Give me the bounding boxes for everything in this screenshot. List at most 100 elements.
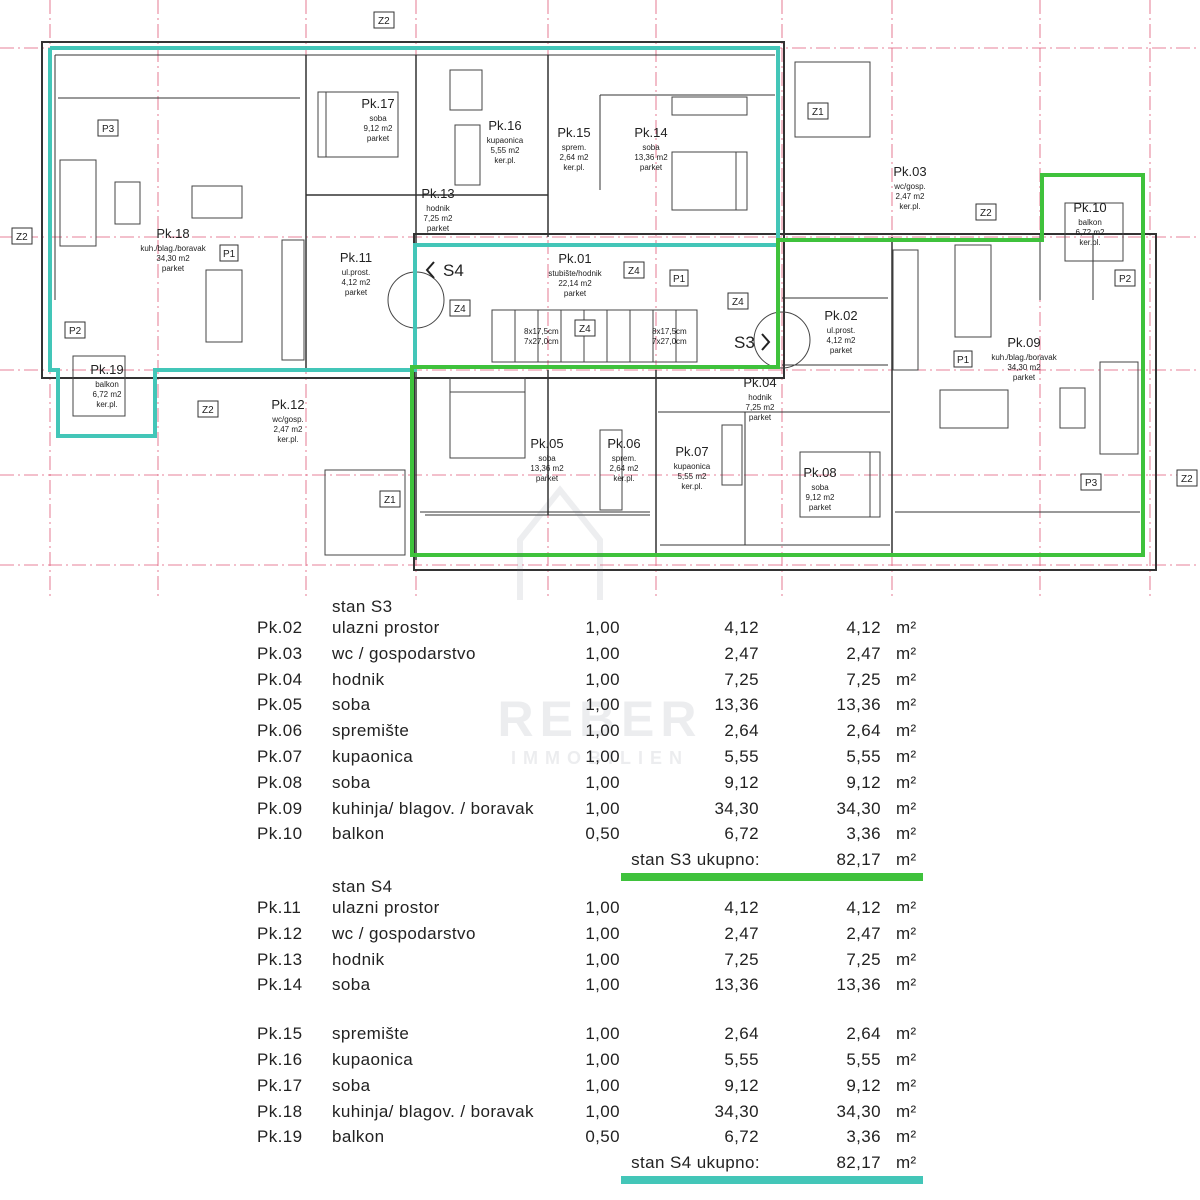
room-name: soba <box>811 483 829 492</box>
room-area: 4,12 m2 <box>827 336 856 345</box>
tag-p1-left: P1 <box>219 244 239 262</box>
net-area: 2,47 <box>846 923 881 943</box>
walls <box>41 41 1157 571</box>
area: 4,12 <box>724 618 759 637</box>
room-name: stubište/hodnik <box>548 269 602 278</box>
room-name: soba <box>332 772 371 792</box>
room-name: kuhinja/ blagov. / boravak <box>332 798 534 818</box>
total-underline-s3 <box>621 873 923 882</box>
coefficient: 1,00 <box>585 721 620 741</box>
svg-text:P1: P1 <box>673 274 686 285</box>
tag-z2-s4: Z2 <box>197 400 219 418</box>
unit-m2: m² <box>896 898 917 917</box>
room-id: Pk.10 <box>1073 200 1106 215</box>
coefficient: 1,00 <box>585 949 620 969</box>
tag-z2-left: Z2 <box>11 227 33 245</box>
tag-z4-c: Z4 <box>623 261 645 279</box>
room-area: 7,25 m2 <box>746 403 775 412</box>
tag-z2-right: Z2 <box>975 203 997 221</box>
unit-marker-s3: S3 <box>734 333 771 352</box>
area: 4,12 <box>724 898 759 917</box>
room-id: Pk.12 <box>271 397 304 412</box>
tag-p1-right: P1 <box>953 350 973 368</box>
net-area: 3,36 <box>846 1127 881 1147</box>
unit-m2: m² <box>896 1127 917 1147</box>
room-id: Pk.19 <box>257 1127 303 1147</box>
tag-z1-bottom: Z1 <box>379 490 401 508</box>
room-id: Pk.05 <box>257 695 303 715</box>
svg-text:P2: P2 <box>69 326 82 337</box>
room-floor: parket <box>345 288 368 297</box>
unit-m2: m² <box>896 747 917 766</box>
coefficient: 1,00 <box>585 643 620 663</box>
svg-text:S4: S4 <box>443 261 464 280</box>
room-floor: parket <box>367 134 390 143</box>
room-id: Pk.19 <box>90 362 123 377</box>
room-floor: parket <box>536 474 559 483</box>
room-floor: parket <box>162 264 185 273</box>
unit-marker-s4: S4 <box>425 261 464 280</box>
svg-text:Z1: Z1 <box>384 495 396 506</box>
room-id: Pk.05 <box>530 436 563 451</box>
coefficient: 1,00 <box>585 1075 620 1095</box>
room-id: Pk.04 <box>257 669 303 689</box>
net-area: 4,12 <box>846 618 881 637</box>
unit-m2: m² <box>896 721 917 741</box>
room-name: hodnik <box>332 669 385 689</box>
unit-m2: m² <box>896 643 917 663</box>
coefficient: 1,00 <box>585 618 620 637</box>
tag-p3-left: P3 <box>97 119 119 137</box>
area: 5,55 <box>724 1050 759 1069</box>
room-area: 6,72 m2 <box>1076 228 1105 237</box>
tag-z2-far-right: Z2 <box>1176 469 1198 487</box>
tag-p3-right: P3 <box>1080 473 1102 491</box>
svg-text:S3: S3 <box>734 333 755 352</box>
coefficient: 1,00 <box>585 923 620 943</box>
room-floor: parket <box>640 163 663 172</box>
area: 34,30 <box>714 798 759 818</box>
net-area: 7,25 <box>846 669 881 689</box>
area: 2,47 <box>724 923 759 943</box>
total-label: stan S3 ukupno: <box>631 850 760 870</box>
room-name: soba <box>642 143 660 152</box>
svg-text:P2: P2 <box>1119 274 1132 285</box>
watermark <box>517 485 603 600</box>
room-id: Pk.02 <box>824 308 857 323</box>
room-area: 5,55 m2 <box>491 146 520 155</box>
room-id: Pk.06 <box>257 721 303 741</box>
tag-z4-a: Z4 <box>449 299 471 317</box>
area: 13,36 <box>714 695 759 715</box>
room-name: soba <box>538 454 556 463</box>
unit-m2: m² <box>896 1050 917 1069</box>
room-floor: ker.pl. <box>96 400 117 409</box>
area: 6,72 <box>724 1127 759 1147</box>
unit-outline-s4 <box>48 46 780 438</box>
net-area: 2,47 <box>846 643 881 663</box>
room-name: balkon <box>1078 218 1102 227</box>
unit-m2: m² <box>896 772 917 792</box>
svg-text:8x17,5cm: 8x17,5cm <box>652 327 687 336</box>
svg-text:Z2: Z2 <box>16 232 28 243</box>
room-area: 4,12 m2 <box>342 278 371 287</box>
coefficient: 1,00 <box>585 747 620 766</box>
unit-m2: m² <box>896 1075 917 1095</box>
room-name: hodnik <box>426 204 451 213</box>
room-name: soba <box>369 114 387 123</box>
svg-text:Z2: Z2 <box>980 208 992 219</box>
room-floor: ker.pl. <box>899 202 920 211</box>
coefficient: 1,00 <box>585 772 620 792</box>
unit-m2: m² <box>896 798 917 818</box>
room-area: 2,47 m2 <box>274 425 303 434</box>
room-area: 2,64 m2 <box>560 153 589 162</box>
net-area: 13,36 <box>836 695 881 715</box>
room-name: wc/gosp. <box>271 415 304 424</box>
room-name: kuh./blag./boravak <box>991 353 1057 362</box>
svg-text:Z2: Z2 <box>1181 474 1193 485</box>
